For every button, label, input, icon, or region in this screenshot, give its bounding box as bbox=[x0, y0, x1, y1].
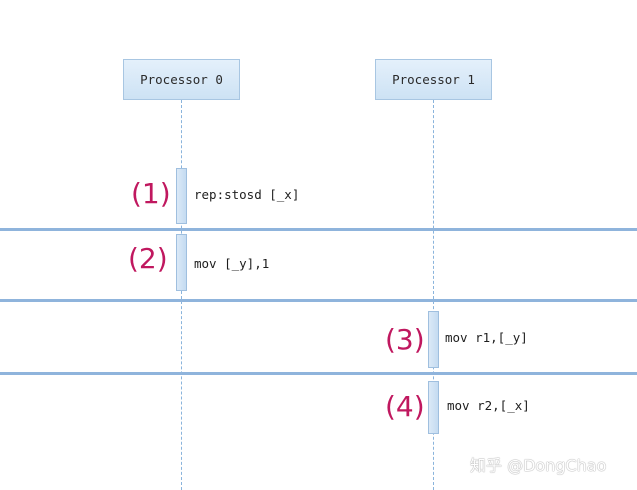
participant-label: Processor 0 bbox=[140, 72, 223, 87]
step-number: (1) bbox=[131, 177, 171, 210]
activation-bar bbox=[428, 311, 439, 368]
step-instruction: mov [_y],1 bbox=[194, 256, 270, 271]
step-instruction: mov r1,[_y] bbox=[445, 330, 528, 345]
separator-line bbox=[0, 299, 637, 302]
lifeline-processor-0 bbox=[181, 100, 182, 490]
participant-label: Processor 1 bbox=[392, 72, 475, 87]
step-instruction: rep:stosd [_x] bbox=[194, 187, 300, 202]
activation-bar bbox=[176, 234, 187, 291]
step-instruction: mov r2,[_x] bbox=[447, 398, 530, 413]
participant-processor-0: Processor 0 bbox=[123, 59, 240, 100]
participant-processor-1: Processor 1 bbox=[375, 59, 492, 100]
activation-bar bbox=[428, 381, 439, 434]
activation-bar bbox=[176, 168, 187, 224]
step-number: (3) bbox=[385, 323, 425, 356]
separator-line bbox=[0, 228, 637, 231]
separator-line bbox=[0, 372, 637, 375]
watermark: 知乎 @DongChao bbox=[470, 456, 607, 475]
step-number: (2) bbox=[128, 242, 168, 275]
lifeline-processor-1 bbox=[433, 100, 434, 490]
step-number: (4) bbox=[385, 390, 425, 423]
